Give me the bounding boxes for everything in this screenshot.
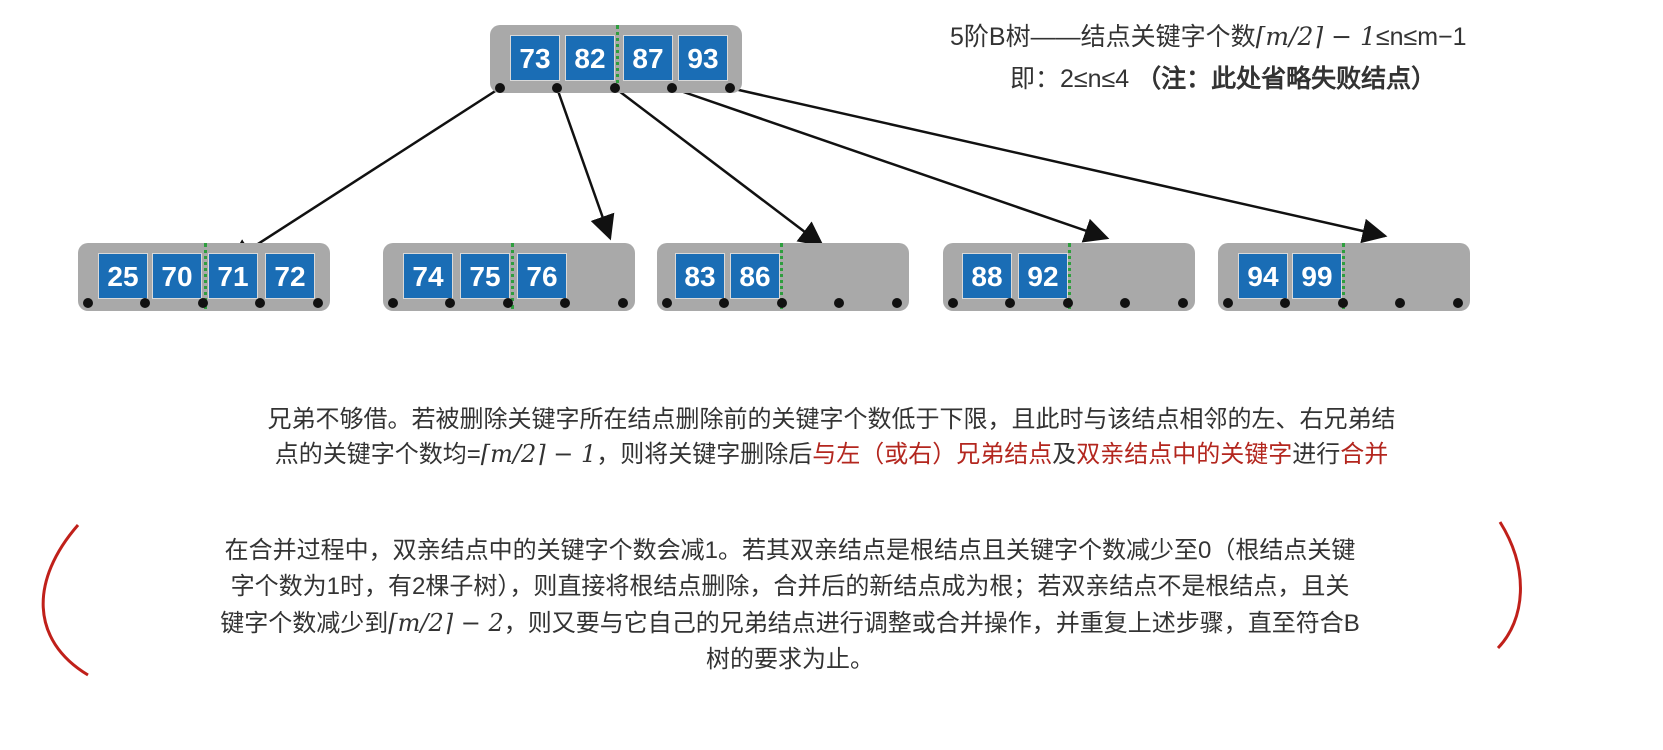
child-pointer-dot — [445, 298, 455, 308]
child-pointer-dot — [1063, 298, 1073, 308]
child-pointer-dot — [388, 298, 398, 308]
child-pointer-dot — [1338, 298, 1348, 308]
edge-to-leaf-4 — [671, 86, 1110, 243]
child-pointer-dot — [618, 298, 628, 308]
order-note-line2: 即：2≤n≤4 （注：此处省略失败结点） — [1010, 65, 1437, 93]
child-pointer-dot — [834, 298, 844, 308]
child-pointer-dot — [777, 298, 787, 308]
key-box: 93 — [678, 35, 728, 81]
key-box: 73 — [510, 35, 560, 81]
split-marker — [1342, 243, 1345, 309]
key-box: 70 — [152, 253, 202, 299]
split-marker — [616, 25, 619, 91]
child-pointer-dot — [1453, 298, 1463, 308]
key-box: 99 — [1292, 253, 1342, 299]
key-box: 83 — [675, 253, 725, 299]
key-box: 72 — [265, 253, 315, 299]
edge-to-leaf-3 — [614, 87, 824, 247]
right-paren-annotation — [1496, 521, 1522, 650]
key-box: 92 — [1018, 253, 1068, 299]
key-box: 88 — [962, 253, 1012, 299]
child-pointer-dot — [83, 298, 93, 308]
key-box: 76 — [517, 253, 567, 299]
child-pointer-dot — [667, 83, 677, 93]
split-marker — [1068, 243, 1071, 309]
left-paren-annotation — [41, 524, 89, 677]
child-pointer-dot — [662, 298, 672, 308]
child-pointer-dot — [1280, 298, 1290, 308]
split-marker — [204, 243, 207, 309]
key-box: 25 — [98, 253, 148, 299]
child-pointer-dot — [140, 298, 150, 308]
child-pointer-dot — [198, 298, 208, 308]
key-box: 71 — [208, 253, 258, 299]
edge-to-leaf-1 — [227, 86, 501, 264]
child-pointer-dot — [552, 83, 562, 93]
key-box: 87 — [623, 35, 673, 81]
child-pointer-dot — [1178, 298, 1188, 308]
child-pointer-dot — [1120, 298, 1130, 308]
child-pointer-dot — [503, 298, 513, 308]
order-note-line1: 5阶B树——结点关键字个数⌈m/2⌉ − 1≤n≤m−1 — [950, 22, 1467, 51]
child-pointer-dot — [892, 298, 902, 308]
edge-to-leaf-5 — [729, 86, 1388, 244]
key-box: 86 — [730, 253, 780, 299]
child-pointer-dot — [719, 298, 729, 308]
key-box: 75 — [460, 253, 510, 299]
key-box: 74 — [403, 253, 453, 299]
para2: 在合并过程中，双亲结点中的关键字个数会减1。若其双亲结点是根结点且关键字个数减少… — [220, 537, 1360, 673]
child-pointer-dot — [313, 298, 323, 308]
child-pointer-dot — [1005, 298, 1015, 308]
split-marker — [780, 243, 783, 309]
child-pointer-dot — [495, 83, 505, 93]
child-pointer-dot — [610, 83, 620, 93]
key-box: 94 — [1238, 253, 1288, 299]
child-pointer-dot — [725, 83, 735, 93]
edge-to-leaf-2 — [555, 87, 615, 241]
split-marker — [511, 243, 514, 309]
child-pointer-dot — [1395, 298, 1405, 308]
key-box: 82 — [565, 35, 615, 81]
child-pointer-dot — [560, 298, 570, 308]
child-pointer-dot — [948, 298, 958, 308]
child-pointer-dot — [255, 298, 265, 308]
child-pointer-dot — [1223, 298, 1233, 308]
para1: 兄弟不够借。若被删除关键字所在结点删除前的关键字个数低于下限，且此时与该结点相邻… — [267, 406, 1396, 468]
